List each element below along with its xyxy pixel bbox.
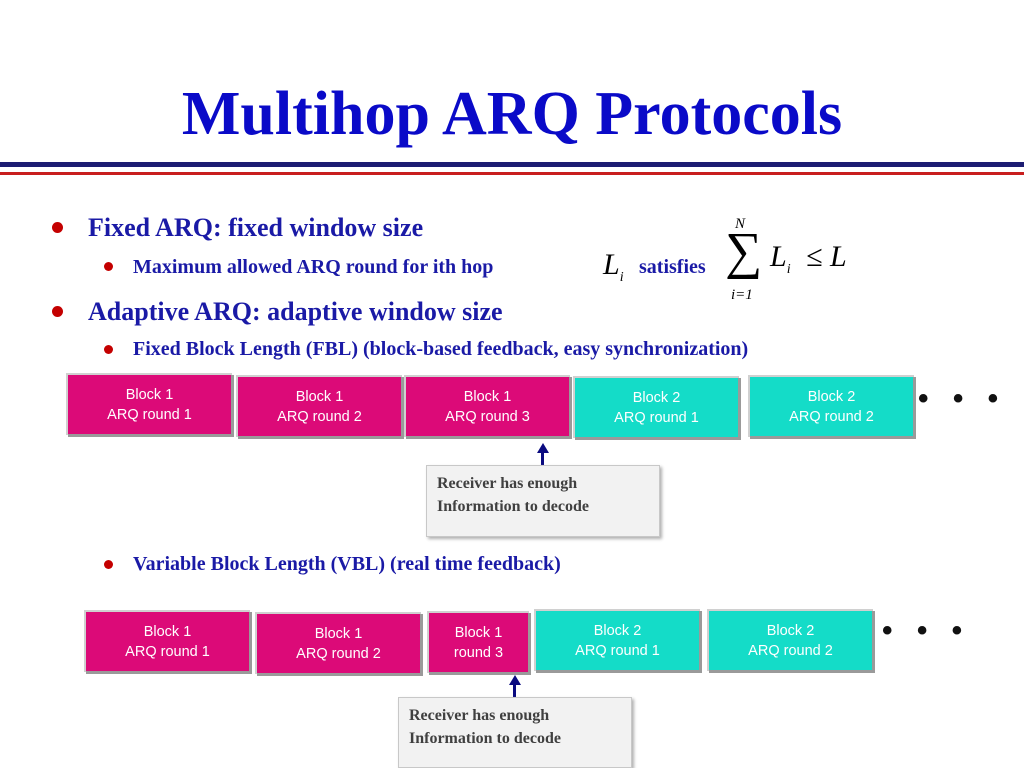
sub-bullet-satisfies: satisfies bbox=[639, 256, 706, 278]
vbl-ellipsis: • • • bbox=[882, 614, 971, 647]
math-leq-L: ≤ L bbox=[806, 240, 847, 273]
vbl-arrow-head bbox=[509, 675, 521, 685]
vbl-arrow-shaft bbox=[513, 684, 516, 697]
bullet-dot bbox=[52, 222, 63, 233]
sub-bullet-max-arq: Maximum allowed ARQ round for ith hop bbox=[133, 256, 494, 278]
note-line: Receiver has enough bbox=[437, 475, 578, 492]
note-line: Information to decode bbox=[409, 730, 561, 747]
bullet-dot bbox=[52, 306, 63, 317]
bullet-adaptive-arq: Adaptive ARQ: adaptive window size bbox=[88, 297, 503, 326]
title-rule-red bbox=[0, 172, 1024, 175]
math-sum-symbol: ∑ bbox=[725, 223, 763, 280]
note-line: Receiver has enough bbox=[409, 707, 550, 724]
sub-bullet-fbl: Fixed Block Length (FBL) (block-based fe… bbox=[133, 338, 749, 360]
bullet-fixed-arq: Fixed ARQ: fixed window size bbox=[88, 213, 424, 242]
sub-bullet-dot bbox=[104, 262, 113, 271]
slide-title: Multihop ARQ Protocols bbox=[181, 80, 843, 148]
fbl-ellipsis: • • • bbox=[918, 382, 1007, 415]
note-line: Information to decode bbox=[437, 498, 589, 515]
fbl-receiver-note: Receiver has enough Information to decod… bbox=[426, 465, 660, 537]
math-Li: Li bbox=[603, 248, 624, 285]
title-rule-blue bbox=[0, 162, 1024, 167]
sub-bullet-vbl: Variable Block Length (VBL) (real time f… bbox=[133, 553, 561, 575]
fbl-arrow-head bbox=[537, 443, 549, 453]
sub-bullet-dot bbox=[104, 560, 113, 569]
fbl-arrow-shaft bbox=[541, 452, 544, 466]
vbl-receiver-note: Receiver has enough Information to decod… bbox=[398, 697, 632, 768]
sub-bullet-dot bbox=[104, 345, 113, 354]
math-sum-Li: Li bbox=[770, 240, 791, 277]
math-sum-upper: N bbox=[735, 216, 746, 232]
math-sum-lower: i=1 bbox=[731, 287, 753, 303]
